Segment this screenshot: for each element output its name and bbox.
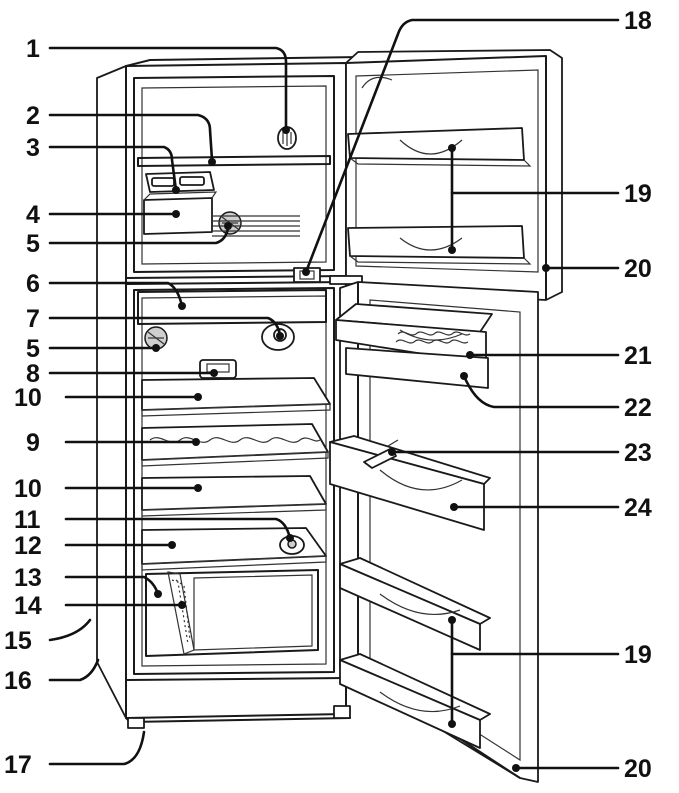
glass-shelf-lower bbox=[141, 475, 327, 517]
fridge-door bbox=[329, 281, 539, 783]
label-10-lower: 10 bbox=[14, 475, 42, 503]
glass-shelf-upper bbox=[141, 377, 331, 417]
label-5-upper: 5 bbox=[26, 230, 40, 258]
hinge bbox=[329, 275, 363, 285]
label-18: 18 bbox=[624, 7, 652, 35]
label-19-upper: 19 bbox=[624, 180, 652, 208]
label-14: 14 bbox=[14, 592, 42, 620]
egg-shelf bbox=[141, 423, 329, 467]
label-16: 16 bbox=[4, 667, 32, 695]
label-6: 6 bbox=[26, 270, 40, 298]
label-8: 8 bbox=[26, 360, 40, 388]
fridge-lamp bbox=[199, 359, 237, 379]
vegetable-crisper bbox=[145, 569, 319, 657]
label-10-upper: 10 bbox=[14, 384, 42, 412]
label-21: 21 bbox=[624, 342, 652, 370]
label-13: 13 bbox=[14, 564, 42, 592]
label-2: 2 bbox=[26, 102, 40, 130]
label-19-lower: 19 bbox=[624, 641, 652, 669]
part-number-labels: 1 2 3 4 5 6 7 5 8 10 9 10 11 12 13 14 15… bbox=[4, 7, 652, 783]
label-3: 3 bbox=[26, 134, 40, 162]
label-15: 15 bbox=[4, 627, 32, 655]
label-22: 22 bbox=[624, 394, 652, 422]
label-20-lower: 20 bbox=[624, 755, 652, 783]
freezer-door bbox=[345, 49, 563, 301]
label-24: 24 bbox=[624, 494, 652, 522]
label-4: 4 bbox=[26, 201, 40, 229]
label-7: 7 bbox=[26, 305, 40, 333]
freezer-shelf bbox=[137, 155, 331, 167]
crisper-cover bbox=[141, 527, 327, 571]
label-9: 9 bbox=[26, 429, 40, 457]
label-12: 12 bbox=[14, 532, 42, 560]
label-17: 17 bbox=[4, 751, 32, 779]
freezer-grille bbox=[212, 215, 300, 237]
label-20-upper: 20 bbox=[624, 255, 652, 283]
leader-lines bbox=[48, 18, 620, 770]
label-5-lower: 5 bbox=[26, 335, 40, 363]
label-23: 23 bbox=[624, 439, 652, 467]
refrigerator-cabinet bbox=[96, 56, 363, 729]
label-1: 1 bbox=[26, 35, 40, 63]
label-11: 11 bbox=[14, 506, 41, 534]
ice-tray bbox=[145, 171, 215, 193]
leader-dots bbox=[152, 126, 550, 772]
